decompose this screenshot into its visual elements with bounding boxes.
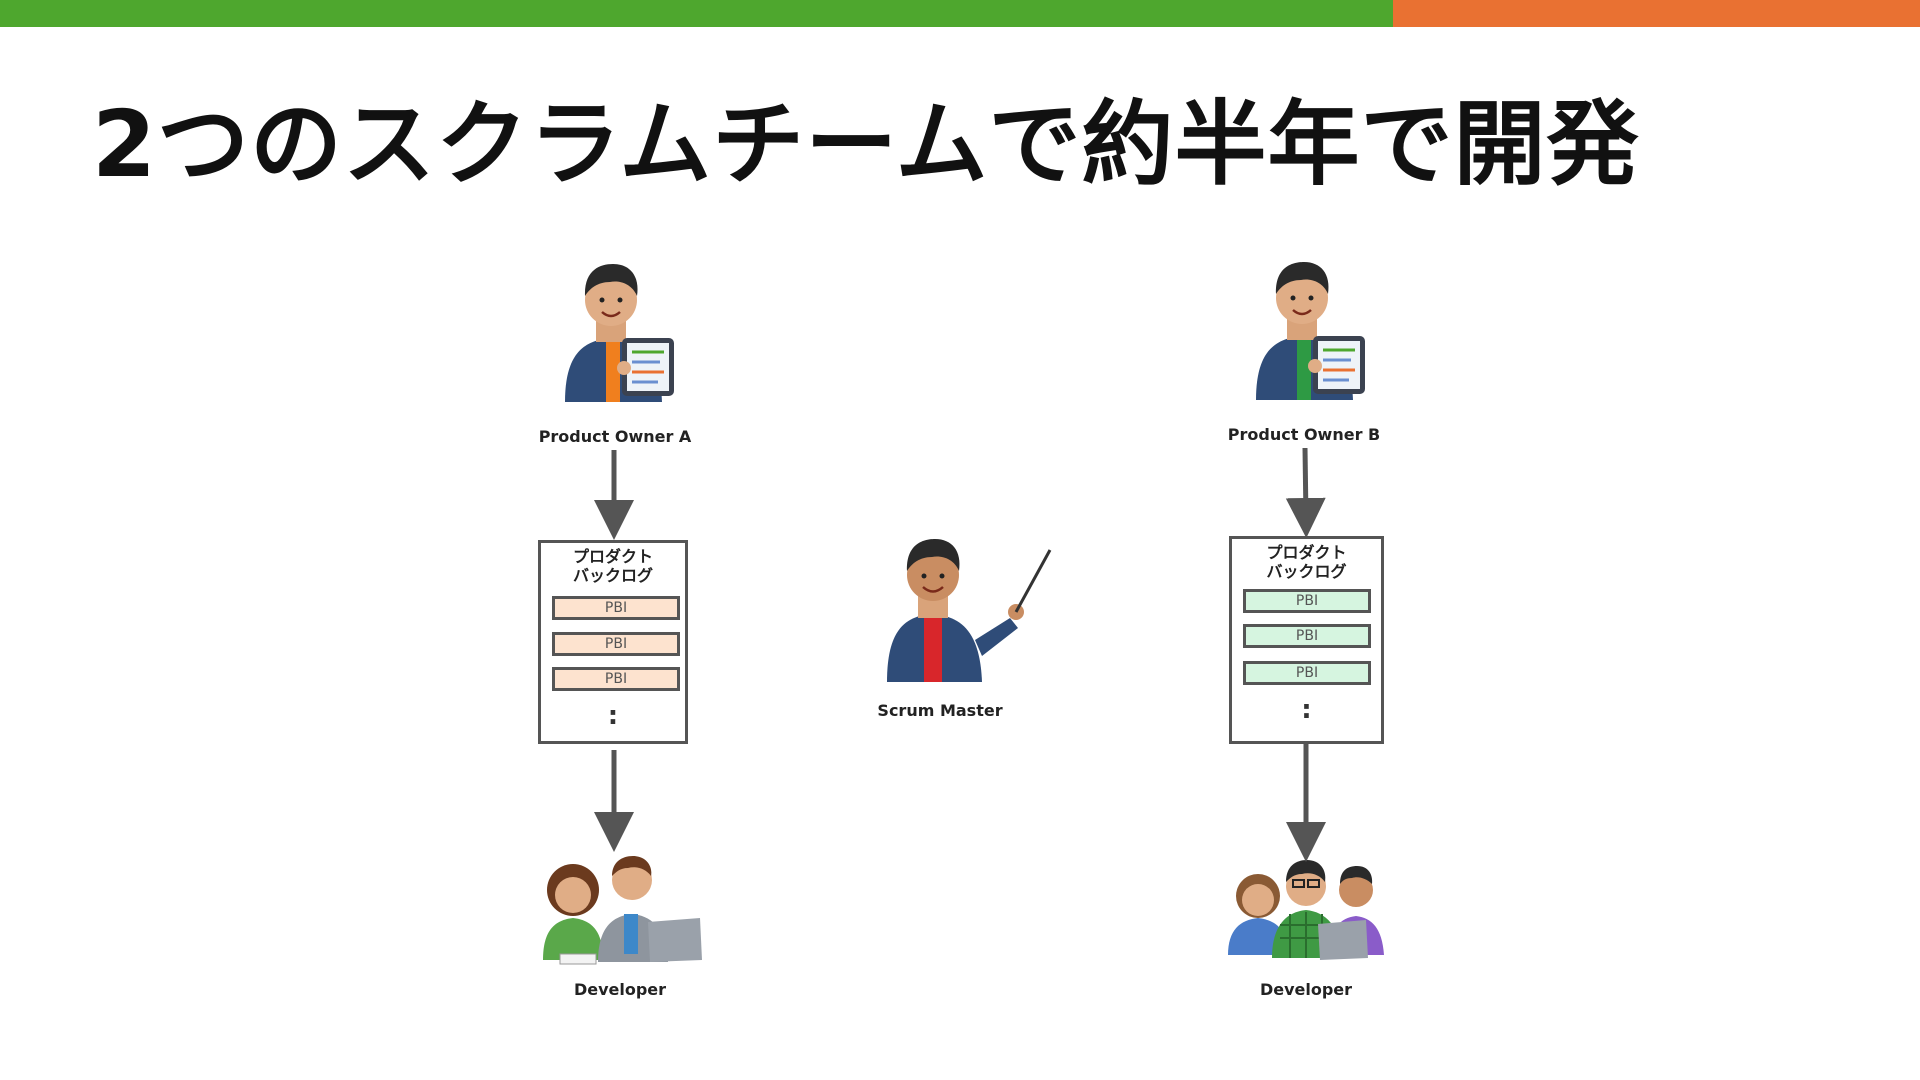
backlog-a-more: : <box>607 701 619 731</box>
product-backlog-b-title: プロダクト バックログ <box>1232 543 1381 581</box>
accent-bar-orange <box>1393 0 1920 27</box>
developer-a-label: Developer <box>573 980 667 999</box>
pbi-a-3: PBI <box>552 667 680 691</box>
developer-team-b-icon <box>1228 860 1384 960</box>
product-owner-b-label: Product Owner B <box>1227 425 1381 444</box>
backlog-a-title-line1: プロダクト <box>572 547 653 566</box>
accent-bar-green <box>0 0 1393 27</box>
product-backlog-a-title: プロダクト バックログ <box>541 547 685 585</box>
backlog-b-title-line2: バックログ <box>1266 562 1347 581</box>
pbi-b-3: PBI <box>1243 661 1371 685</box>
slide-title: 2つのスクラムチームで約半年で開発 <box>92 91 1640 198</box>
top-accent-bar <box>0 0 1920 27</box>
scrum-master-icon <box>887 539 1052 682</box>
scrum-master-label: Scrum Master <box>877 701 1003 720</box>
backlog-b-more: : <box>1301 695 1312 725</box>
backlog-a-title-line2: バックログ <box>572 566 653 585</box>
product-backlog-a: プロダクト バックログ PBI PBI PBI : <box>538 540 688 744</box>
product-owner-b-icon <box>1256 262 1365 400</box>
pbi-a-1: PBI <box>552 596 680 620</box>
pbi-b-1: PBI <box>1243 589 1371 613</box>
product-owner-a-icon <box>565 264 674 402</box>
product-backlog-b: プロダクト バックログ PBI PBI PBI : <box>1229 536 1384 744</box>
pbi-b-2: PBI <box>1243 624 1371 648</box>
developer-team-a-icon <box>543 856 702 965</box>
backlog-b-title-line1: プロダクト <box>1266 543 1347 562</box>
developer-b-label: Developer <box>1259 980 1353 999</box>
arrow-owner-b-to-backlog <box>1285 447 1326 538</box>
pbi-a-2: PBI <box>552 632 680 656</box>
product-owner-a-label: Product Owner A <box>538 427 692 446</box>
